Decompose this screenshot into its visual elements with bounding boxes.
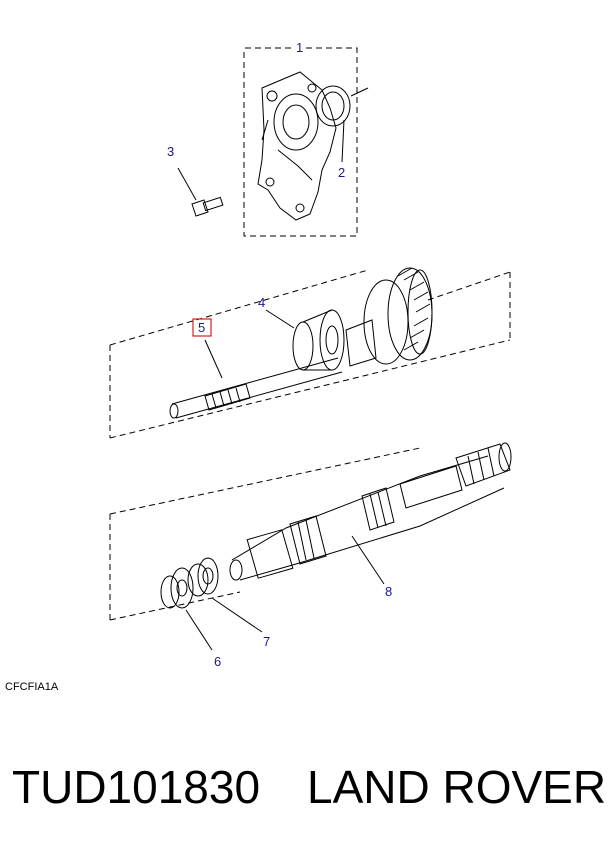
callout-8: 8 [385,584,392,599]
part-number: TUD101830 [12,761,261,813]
callout-1: 1 [296,40,303,55]
callout-7: 7 [263,634,270,649]
mainshaft-bearing [160,567,213,651]
exploded-parts-diagram: 1 2 3 4 5 6 7 8 [109,40,512,669]
callout-5: 5 [198,320,205,335]
bolt [177,167,224,217]
brand-name: LAND ROVER [307,761,607,813]
housing-group-box [243,47,358,237]
input-bearing [265,309,345,371]
callout-3: 3 [167,144,174,159]
oil-seal [315,85,369,163]
gearbox-housing [257,71,337,221]
mainshaft [229,442,512,585]
callout-4: 4 [258,295,265,310]
callout-6: 6 [214,654,221,669]
callout-5-highlight-box [192,318,212,337]
diagram-code: CFCFIA1A [5,681,59,693]
mainshaft-group-box [109,447,421,621]
input-shaft [169,339,343,419]
input-gear [345,267,433,367]
callout-2: 2 [338,165,345,180]
spacer-washer [187,557,263,633]
part-caption: TUD101830 LAND ROVER [0,760,612,820]
input-shaft-group-box [109,269,511,439]
